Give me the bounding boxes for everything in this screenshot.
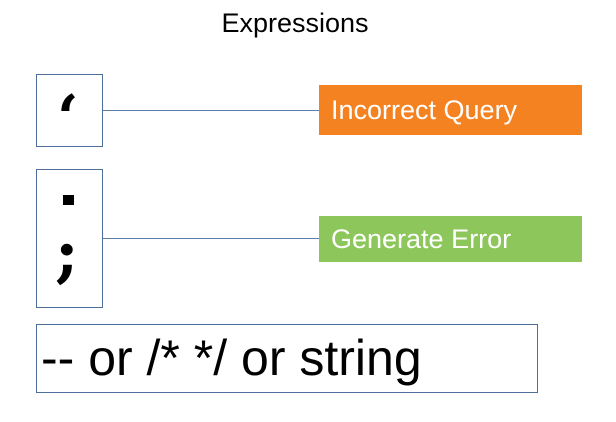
quote-connector <box>103 110 319 111</box>
comment-text-box: -- or /* */ or string <box>36 324 538 393</box>
semicolon-connector <box>103 238 319 239</box>
semicolon-dot <box>63 195 74 205</box>
semicolon-box: ; <box>36 169 103 308</box>
comment-text: -- or /* */ or string <box>41 330 422 386</box>
generate-error-label: Generate Error <box>319 216 582 262</box>
semicolon-symbol: ; <box>55 216 79 291</box>
diagram-title: Expressions <box>221 8 369 38</box>
quote-symbol: ‘ <box>57 81 79 154</box>
incorrect-query-label: Incorrect Query <box>319 85 582 135</box>
quote-box: ‘ <box>36 74 103 154</box>
